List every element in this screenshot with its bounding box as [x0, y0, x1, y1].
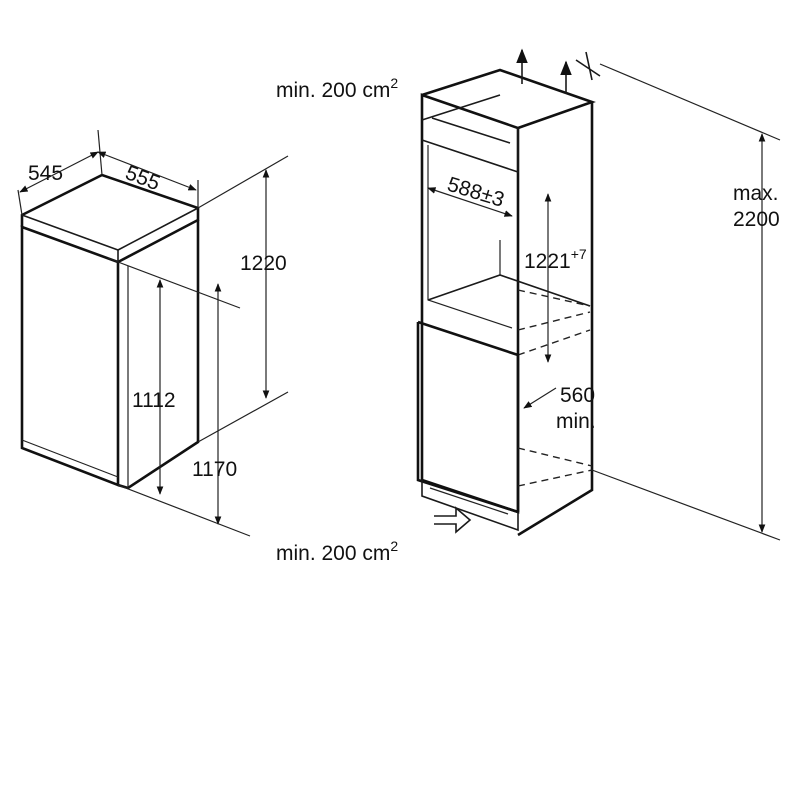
- appliance-width-label: 555: [122, 161, 163, 195]
- cabinet-top: [421, 68, 596, 130]
- vent-top-label: min. 200 cm2: [276, 75, 398, 102]
- cabinet-lower-front: [416, 322, 519, 514]
- niche-depth-value: 560: [560, 384, 595, 407]
- niche-height-label: 1221+7: [524, 246, 587, 273]
- max-height-label: max.: [733, 182, 779, 205]
- appliance-drawing: 545 555 1220 1112 1170: [17, 129, 289, 537]
- niche-depth-min: min.: [556, 410, 596, 433]
- vent-arrow-bottom: [434, 506, 472, 534]
- appliance-hinge-height-label: 1170: [192, 458, 237, 481]
- appliance-door-height-label: 1112: [132, 389, 176, 412]
- appliance-side-face: [117, 220, 200, 490]
- cabinet-side: [517, 102, 594, 537]
- appliance-front-face: [20, 225, 120, 487]
- niche-drawing: min. 200 cm2 min. 200 cm2 588±3 1221+7 5…: [276, 48, 781, 565]
- vent-bottom-label: min. 200 cm2: [276, 538, 398, 565]
- appliance-depth-label: 545: [28, 162, 63, 185]
- appliance-height-label: 1220: [240, 252, 287, 275]
- cabinet-upper-front: [420, 93, 520, 514]
- max-height-value: 2200: [733, 208, 780, 231]
- appliance-top-face: [20, 173, 200, 264]
- niche-width-label: 588±3: [445, 173, 507, 212]
